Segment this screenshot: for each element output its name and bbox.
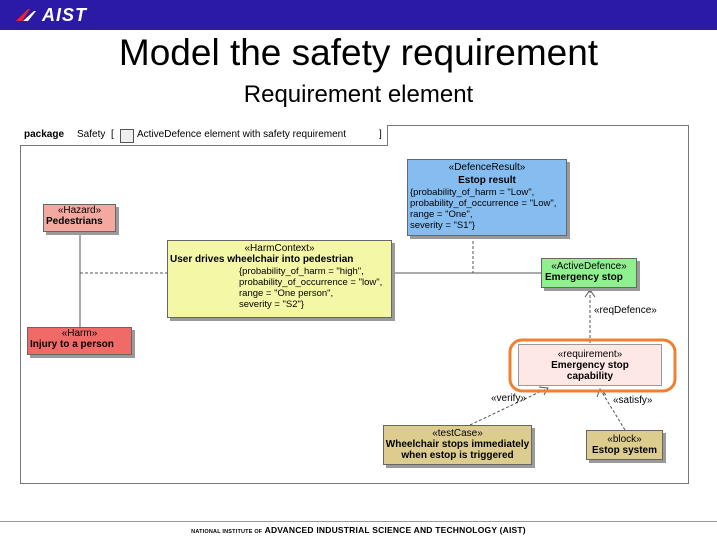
verify-arrow <box>469 387 549 426</box>
harm-context-block[interactable]: «HarmContext» User drives wheelchair int… <box>167 240 392 318</box>
harm-stereotype: «Harm» <box>61 328 98 339</box>
harm-context-prop: range = "One person", <box>239 288 334 299</box>
requirement-name-line2: capability <box>566 371 614 382</box>
frame-header: package Safety [ ActiveDefence element w… <box>20 125 388 146</box>
footer-small-text: NATIONAL INSTITUTE OF <box>191 529 263 535</box>
test-case-stereotype: «testCase» <box>432 428 483 439</box>
logo-text: AIST <box>42 4 88 25</box>
footer-divider <box>0 521 717 522</box>
defence-result-prop: range = "One", <box>410 209 473 220</box>
active-defence-stereotype: «ActiveDefence» <box>551 261 627 272</box>
harm-context-name: User drives wheelchair into pedestrian <box>170 254 354 265</box>
block-stereotype: «block» <box>607 434 642 445</box>
verify-label: «verify» <box>491 393 527 404</box>
defence-result-prop: severity = "S1"} <box>410 220 476 231</box>
verify-arrowhead <box>538 386 549 396</box>
defence-result-prop: {probability_of_harm = "Low", <box>410 187 535 198</box>
header-bar <box>0 0 717 30</box>
harm-context-prop: probability_of_occurrence = "low", <box>239 277 383 288</box>
frame-open-bracket: [ <box>111 129 114 140</box>
defence-result-block[interactable]: «DefenceResult» Estop result {probabilit… <box>407 159 567 236</box>
test-case-name-line1: Wheelchair stops immediately <box>385 439 530 450</box>
active-defence-block[interactable]: «ActiveDefence» Emergency stop <box>541 258 637 288</box>
hazard-block[interactable]: «Hazard» Pedestrians <box>43 204 116 232</box>
hazard-name: Pedestrians <box>46 216 103 227</box>
test-case-block[interactable]: «testCase» Wheelchair stops immediately … <box>383 425 532 465</box>
req-defence-arrowhead <box>584 289 596 298</box>
satisfy-arrow <box>599 388 626 431</box>
harm-block[interactable]: «Harm» Injury to a person <box>27 327 132 355</box>
block-name: Estop system <box>591 445 658 456</box>
harm-context-stereotype: «HarmContext» <box>244 243 315 254</box>
frame-keyword: package <box>24 129 65 140</box>
test-case-name-line2: when estop is triggered <box>401 450 514 461</box>
harm-context-prop: severity = "S2"} <box>239 299 305 310</box>
estop-system-block[interactable]: «block» Estop system <box>586 430 663 460</box>
diagram-icon <box>120 129 134 143</box>
requirement-stereotype: «requirement» <box>557 349 623 360</box>
req-defence-label: «reqDefence» <box>594 305 657 316</box>
satisfy-label: «satisfy» <box>613 395 653 406</box>
harm-name: Injury to a person <box>30 339 114 350</box>
slide-title: Model the safety requirement <box>118 32 599 73</box>
frame-name: Safety <box>77 129 106 140</box>
aist-logo: AIST <box>14 4 87 26</box>
footer: NATIONAL INSTITUTE OF ADVANCED INDUSTRIA… <box>0 525 717 535</box>
defence-result-stereotype: «DefenceResult» <box>448 162 526 173</box>
logo-swoosh-icon <box>16 9 36 21</box>
frame-close-bracket: ] <box>379 129 382 140</box>
frame-diagram-name: ActiveDefence element with safety requir… <box>137 129 346 140</box>
active-defence-name: Emergency stop <box>545 272 623 283</box>
hazard-stereotype: «Hazard» <box>57 205 102 216</box>
requirement-block[interactable]: «requirement» Emergency stop capability <box>518 344 662 386</box>
requirement-highlight <box>508 338 677 393</box>
footer-institute-name: ADVANCED INDUSTRIAL SCIENCE AND TECHNOLO… <box>264 525 526 535</box>
requirement-name-line1: Emergency stop <box>551 360 629 371</box>
defence-result-name: Estop result <box>458 175 516 186</box>
satisfy-arrowhead <box>596 388 607 398</box>
slide-subtitle: Requirement element <box>243 81 474 108</box>
defence-result-prop: probability_of_occurrence = "Low", <box>410 198 557 209</box>
harm-context-prop: {probability_of_harm = "high", <box>239 266 364 277</box>
